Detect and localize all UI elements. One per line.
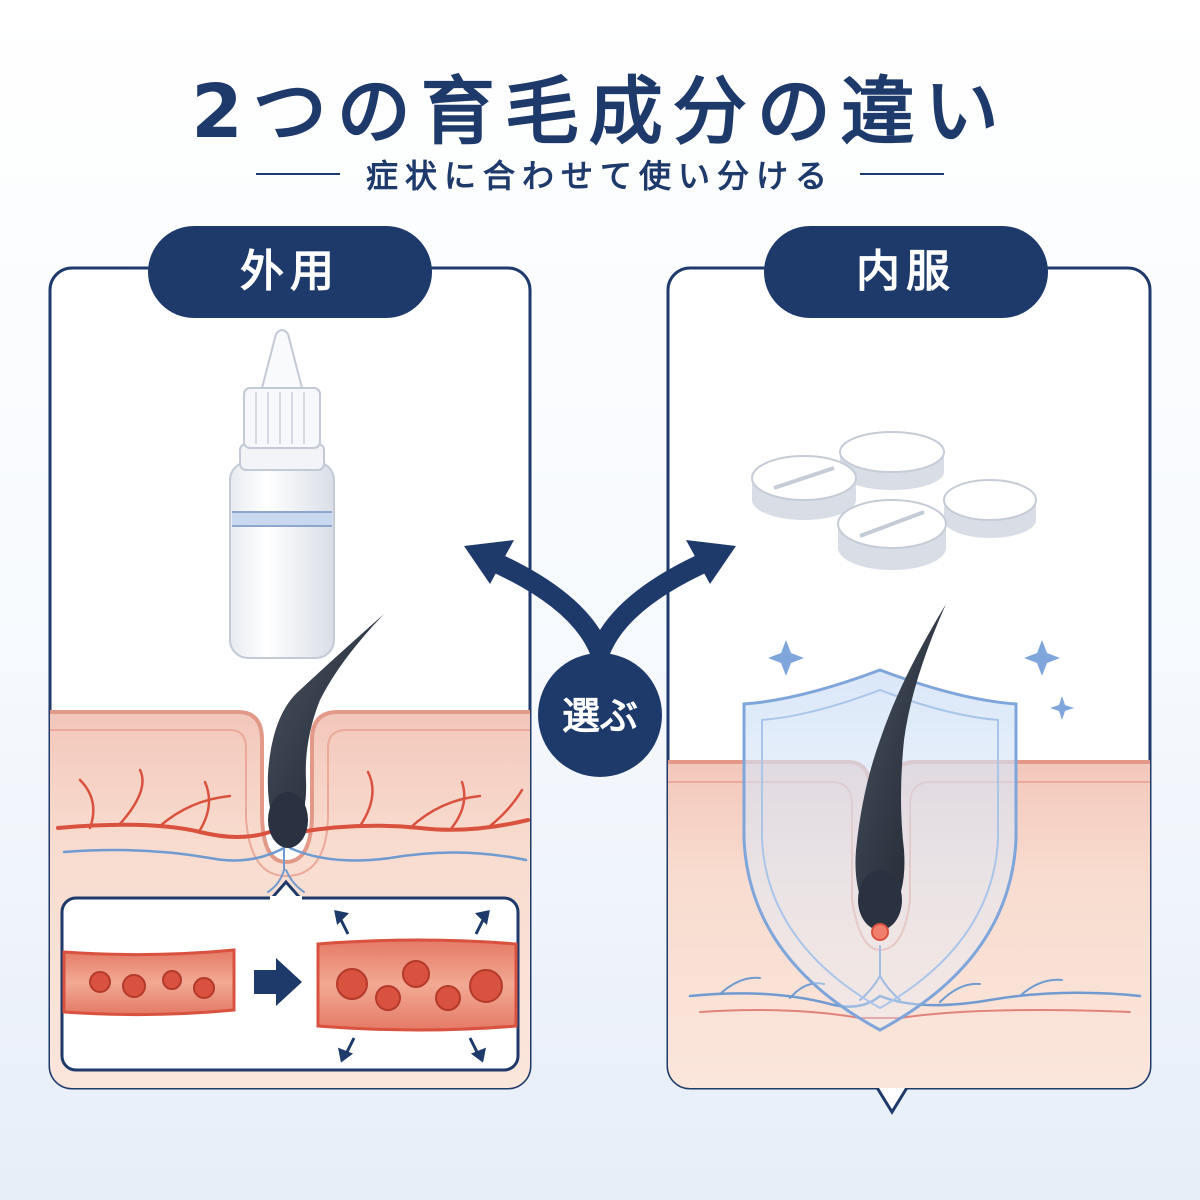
left-panel-label: 外用 <box>240 246 340 297</box>
narrow-vessel <box>62 948 236 1017</box>
subtitle-row: 症状に合わせて使い分ける <box>0 152 1200 196</box>
right-panel-label: 内服 <box>856 246 956 297</box>
sparkle-icon <box>768 640 1074 720</box>
arrow-up-left-icon <box>464 540 514 584</box>
hair-follicle-right <box>855 604 946 941</box>
tablet <box>751 455 857 520</box>
tablets-icon <box>751 431 1037 570</box>
arrow-up-right-icon <box>686 540 736 584</box>
choose-badge <box>538 653 662 777</box>
dermal-papilla <box>871 923 889 941</box>
page-subtitle: 症状に合わせて使い分ける <box>365 157 834 195</box>
page-title: 2つの育毛成分の違い <box>191 69 1009 155</box>
dropper-bottle-icon <box>229 329 335 659</box>
subtitle-left-rule <box>255 173 340 175</box>
tablet <box>839 431 945 490</box>
hair-follicle-left <box>267 614 384 848</box>
tablet <box>837 499 947 570</box>
tablet <box>943 479 1037 538</box>
choice-arrows <box>464 540 736 777</box>
arrow-right-icon <box>254 958 302 1006</box>
subtitle-right-rule <box>860 173 944 175</box>
choose-label: 選ぶ <box>561 694 638 738</box>
right-label-pill <box>764 226 1048 318</box>
vasodilation-inset <box>60 879 520 1072</box>
dilated-vessel <box>316 938 518 1032</box>
left-label-pill <box>148 226 432 318</box>
blood-vessels-left <box>56 768 530 893</box>
right-panel-pointer <box>874 1085 910 1115</box>
left-panel <box>48 266 532 1090</box>
expand-arrows-icon <box>334 910 490 1063</box>
right-panel <box>666 266 1152 1115</box>
